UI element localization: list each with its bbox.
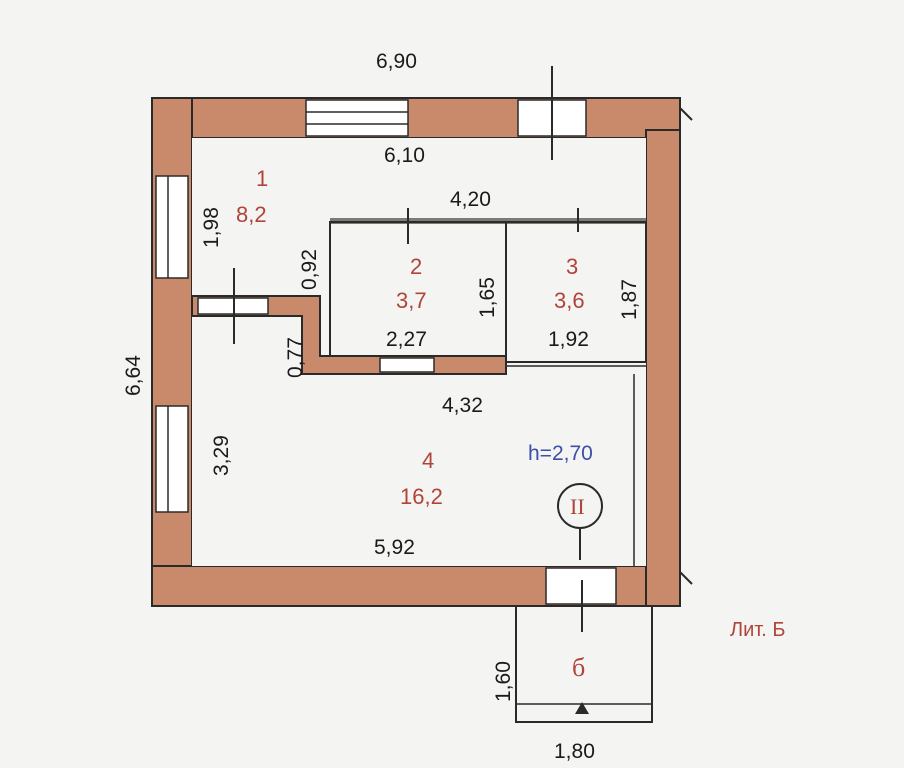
- balcony: [515, 580, 653, 723]
- floor-marker-label: II: [570, 494, 585, 519]
- corridor-wall: [191, 295, 507, 375]
- wall-right: [645, 129, 681, 607]
- room4-number: 4: [422, 448, 434, 473]
- dim-room3-width: 1,92: [548, 328, 589, 351]
- room2-area: 3,7: [396, 288, 427, 313]
- ceiling-height: h=2,70: [528, 442, 593, 465]
- window-left-lower: [155, 405, 189, 513]
- dim-room1-height: 1,98: [200, 207, 223, 248]
- room1-number: 1: [256, 166, 268, 191]
- dim-room4-height: 3,29: [210, 435, 233, 476]
- dim-room4-bottom: 5,92: [374, 536, 415, 559]
- dim-outer-width: 6,90: [376, 50, 417, 73]
- dim-step: 0,77: [284, 337, 307, 378]
- dim-room2-width: 2,27: [386, 328, 427, 351]
- balcony-arrow-head: [575, 702, 589, 714]
- room3-number: 3: [566, 254, 578, 279]
- wall-left: [151, 97, 193, 607]
- room4-area: 16,2: [400, 484, 443, 509]
- tick-top-right: [679, 107, 693, 121]
- dim-mid-width: 4,20: [450, 188, 491, 211]
- outer-walls: [151, 97, 681, 607]
- window-top-left: [305, 99, 409, 137]
- room3-box: [505, 221, 647, 363]
- dim-balcony-width: 1,80: [554, 740, 595, 763]
- dim-corridor-height: 0,92: [298, 249, 321, 290]
- balcony-outline: [515, 605, 653, 723]
- partitions: [191, 208, 647, 566]
- door-room2: [379, 357, 435, 373]
- dim-total-height: 6,64: [122, 355, 145, 396]
- room1-area: 8,2: [236, 202, 267, 227]
- room3-area: 3,6: [554, 288, 585, 313]
- tick-bottom-right: [679, 571, 693, 585]
- interior: [192, 138, 646, 566]
- dim-balcony-depth: 1,60: [492, 661, 515, 702]
- dim-inner-top: 6,10: [384, 144, 425, 167]
- room2-number: 2: [410, 254, 422, 279]
- dim-room4-top: 4,32: [442, 394, 483, 417]
- dim-room3-height: 1,87: [618, 279, 641, 320]
- lit-label: Лит. Б: [730, 619, 785, 641]
- dim-room2-height: 1,65: [476, 277, 499, 318]
- balcony-label: б: [572, 653, 585, 682]
- wall-top: [151, 97, 681, 139]
- window-left-upper: [155, 175, 189, 279]
